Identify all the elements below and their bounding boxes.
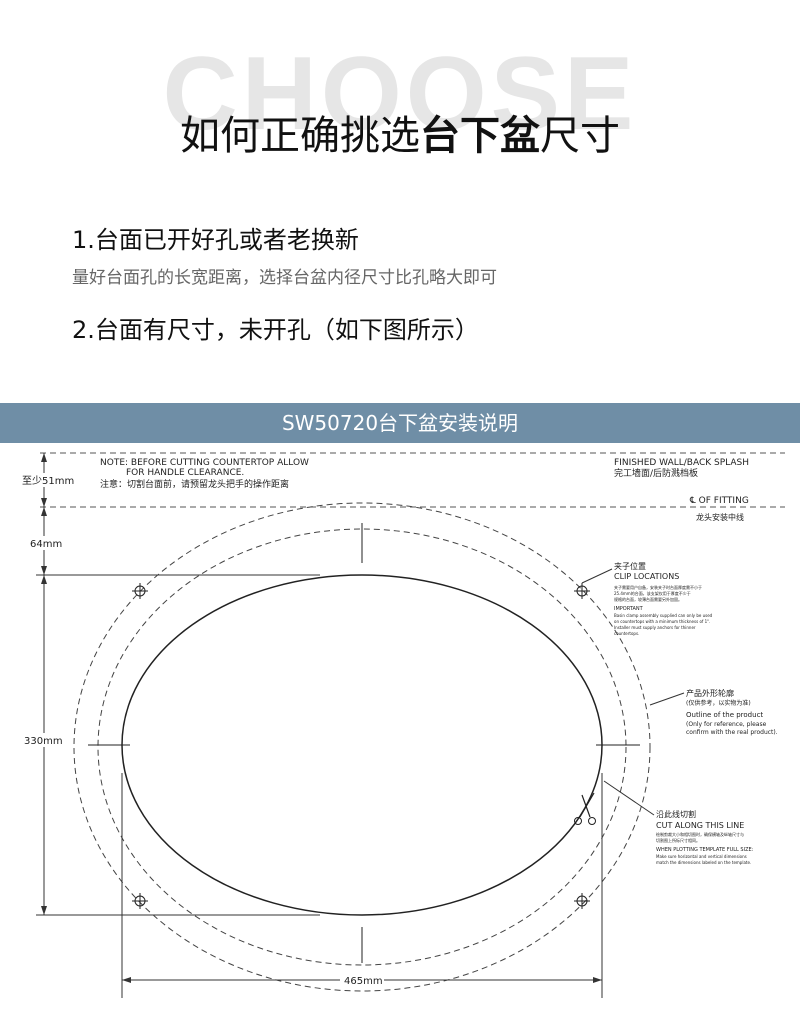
width-arrow-left	[122, 977, 131, 983]
note-en-line-2: FOR HANDLE CLEARANCE.	[126, 468, 244, 478]
page-title: 如何正确挑选台下盆尺寸	[0, 108, 800, 164]
important-label: IMPORTANT	[614, 606, 644, 612]
clip-label-cn: 夹子位置	[614, 561, 646, 571]
title-bold-part: 台下盆	[420, 113, 540, 159]
dim-64-label: 64mm	[30, 539, 62, 550]
title-part-1: 如何正确挑选	[180, 113, 420, 159]
scissors-icon	[574, 792, 596, 825]
arrow-top-51	[41, 453, 47, 462]
dim-330-bg	[22, 733, 66, 747]
arrow-bottom-64	[41, 566, 47, 575]
clip-note-en-2: on countertops with a minimum thickness …	[614, 619, 710, 624]
fitting-label-en: ℄ OF FITTING	[689, 496, 749, 506]
outer-dashed-ellipse	[73, 502, 651, 992]
outline-leader-line	[649, 692, 685, 706]
arrow-top-330	[41, 575, 47, 584]
plot-label-en: WHEN PLOTTING TEMPLATE FULL SIZE:	[656, 847, 754, 853]
cut-note-cn-1: 绘制剪裁大小和相切图时，确保横轴及纵轴尺寸与	[656, 831, 744, 837]
dim-330-label: 330mm	[24, 736, 63, 747]
outline-label-cn: 产品外形轮廓	[686, 688, 734, 698]
dim-465-label: 465mm	[344, 976, 383, 987]
note-en-line-1: NOTE: BEFORE CUTTING COUNTERTOP ALLOW	[100, 458, 309, 468]
note-cn: 注意：切割台面前，请预留龙头把手的操作距离	[100, 478, 289, 490]
cut-label-en: CUT ALONG THIS LINE	[656, 821, 744, 830]
arrow-bottom-330	[41, 906, 47, 915]
cut-label-cn: 沿此线切割	[656, 809, 696, 819]
outline-note-cn: (仅供参考，以实物为准)	[686, 699, 751, 707]
clip-note-en-3: Installer must supply anchors for thinne…	[614, 625, 696, 630]
cut-leader-line	[603, 780, 655, 816]
clip-note-en-1: Basin clamp assembly supplied can only b…	[614, 613, 713, 618]
outline-note-en-1: (Only for reference, please	[686, 721, 767, 728]
clip-marker-bottom-left	[132, 893, 148, 909]
dim-64-bg	[28, 536, 64, 550]
step-1-description: 量好台面孔的长宽距离，选择台盆内径尺寸比孔略大即可	[72, 268, 497, 288]
outline-note-en-2: confirm with the real product).	[686, 729, 778, 736]
arrow-bottom-51	[41, 498, 47, 507]
dim-465-bg	[340, 973, 384, 987]
background-watermark-word: CHOOSE	[162, 36, 638, 152]
clip-marker-top-right	[574, 583, 590, 599]
plot-note-2: match the dimensions labeled on the temp…	[656, 860, 751, 865]
fitting-label-cn: 龙头安装中线	[696, 512, 744, 522]
clip-note-cn-1: 夹子需要用户自备，安装夹子时台面厚度需不小于	[614, 584, 702, 590]
clip-note-en-4: countertops.	[614, 631, 639, 636]
cut-line-ellipse	[97, 528, 627, 966]
step-1-title: 1.台面已开好孔或者老换新	[72, 226, 359, 254]
dim-51-bg	[20, 473, 68, 487]
width-arrow-right	[593, 977, 602, 983]
plot-note-1: Make sure horizontal and vertical dimens…	[656, 854, 747, 859]
clip-marker-top-left	[132, 583, 148, 599]
installation-diagram: 至少51mm 64mm 330mm NOTE: BEFORE CUTTING C…	[20, 452, 785, 998]
clip-note-cn-3: 规格的台面，较薄台面需要另外加固。	[614, 596, 682, 602]
basin-outline-ellipse	[121, 574, 603, 916]
title-part-2: 尺寸	[540, 113, 620, 159]
step-2-title: 2.台面有尺寸，未开孔（如下图所示）	[72, 316, 479, 344]
cut-note-cn-2: 切割图上所标尺寸相同。	[656, 837, 700, 843]
clip-leader-line	[581, 568, 613, 584]
outline-label-en: Outline of the product	[686, 711, 763, 719]
clip-note-cn-2: 25.4mm的台面，该支架仅用于厚度不少于	[614, 590, 691, 596]
arrow-top-64	[41, 507, 47, 516]
wall-label-cn: 完工墙面/后防溅档板	[614, 467, 698, 479]
clip-marker-bottom-right	[574, 893, 590, 909]
clip-label-en: CLIP LOCATIONS	[614, 572, 679, 581]
instructions-banner: SW50720台下盆安装说明	[0, 403, 800, 443]
wall-label-en: FINISHED WALL/BACK SPLASH	[614, 458, 749, 468]
dim-51-label: 至少51mm	[22, 475, 74, 487]
